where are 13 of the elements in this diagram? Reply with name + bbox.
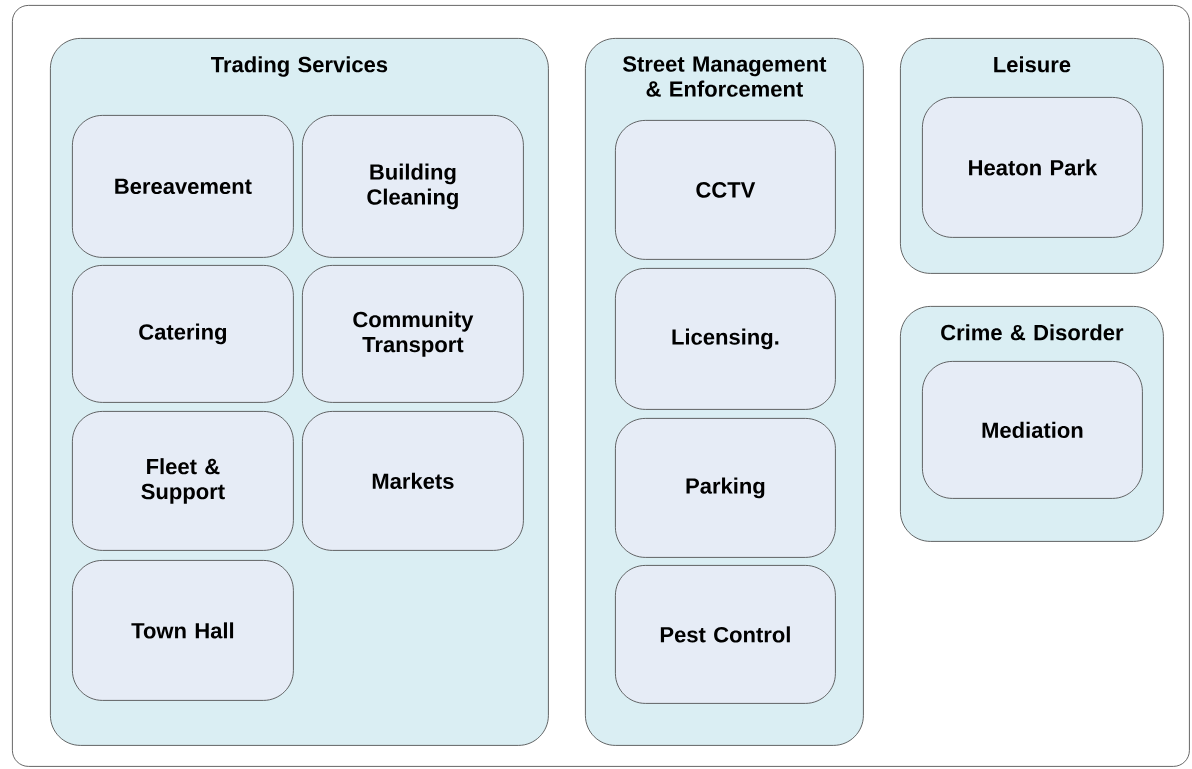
service-box: Bereavement: [72, 115, 294, 258]
service-box: CCTV: [615, 120, 836, 260]
service-box: Catering: [72, 265, 294, 403]
service-box: Town Hall: [72, 560, 294, 701]
service-box: Community Transport: [302, 265, 524, 403]
service-box: Pest Control: [615, 565, 836, 704]
service-box: Markets: [302, 411, 524, 551]
service-box: Mediation: [922, 361, 1143, 499]
service-box: Heaton Park: [922, 97, 1143, 238]
service-box: Fleet & Support: [72, 411, 294, 551]
service-box: Building Cleaning: [302, 115, 524, 258]
service-box: Parking: [615, 418, 836, 558]
service-box: Licensing.: [615, 268, 836, 410]
